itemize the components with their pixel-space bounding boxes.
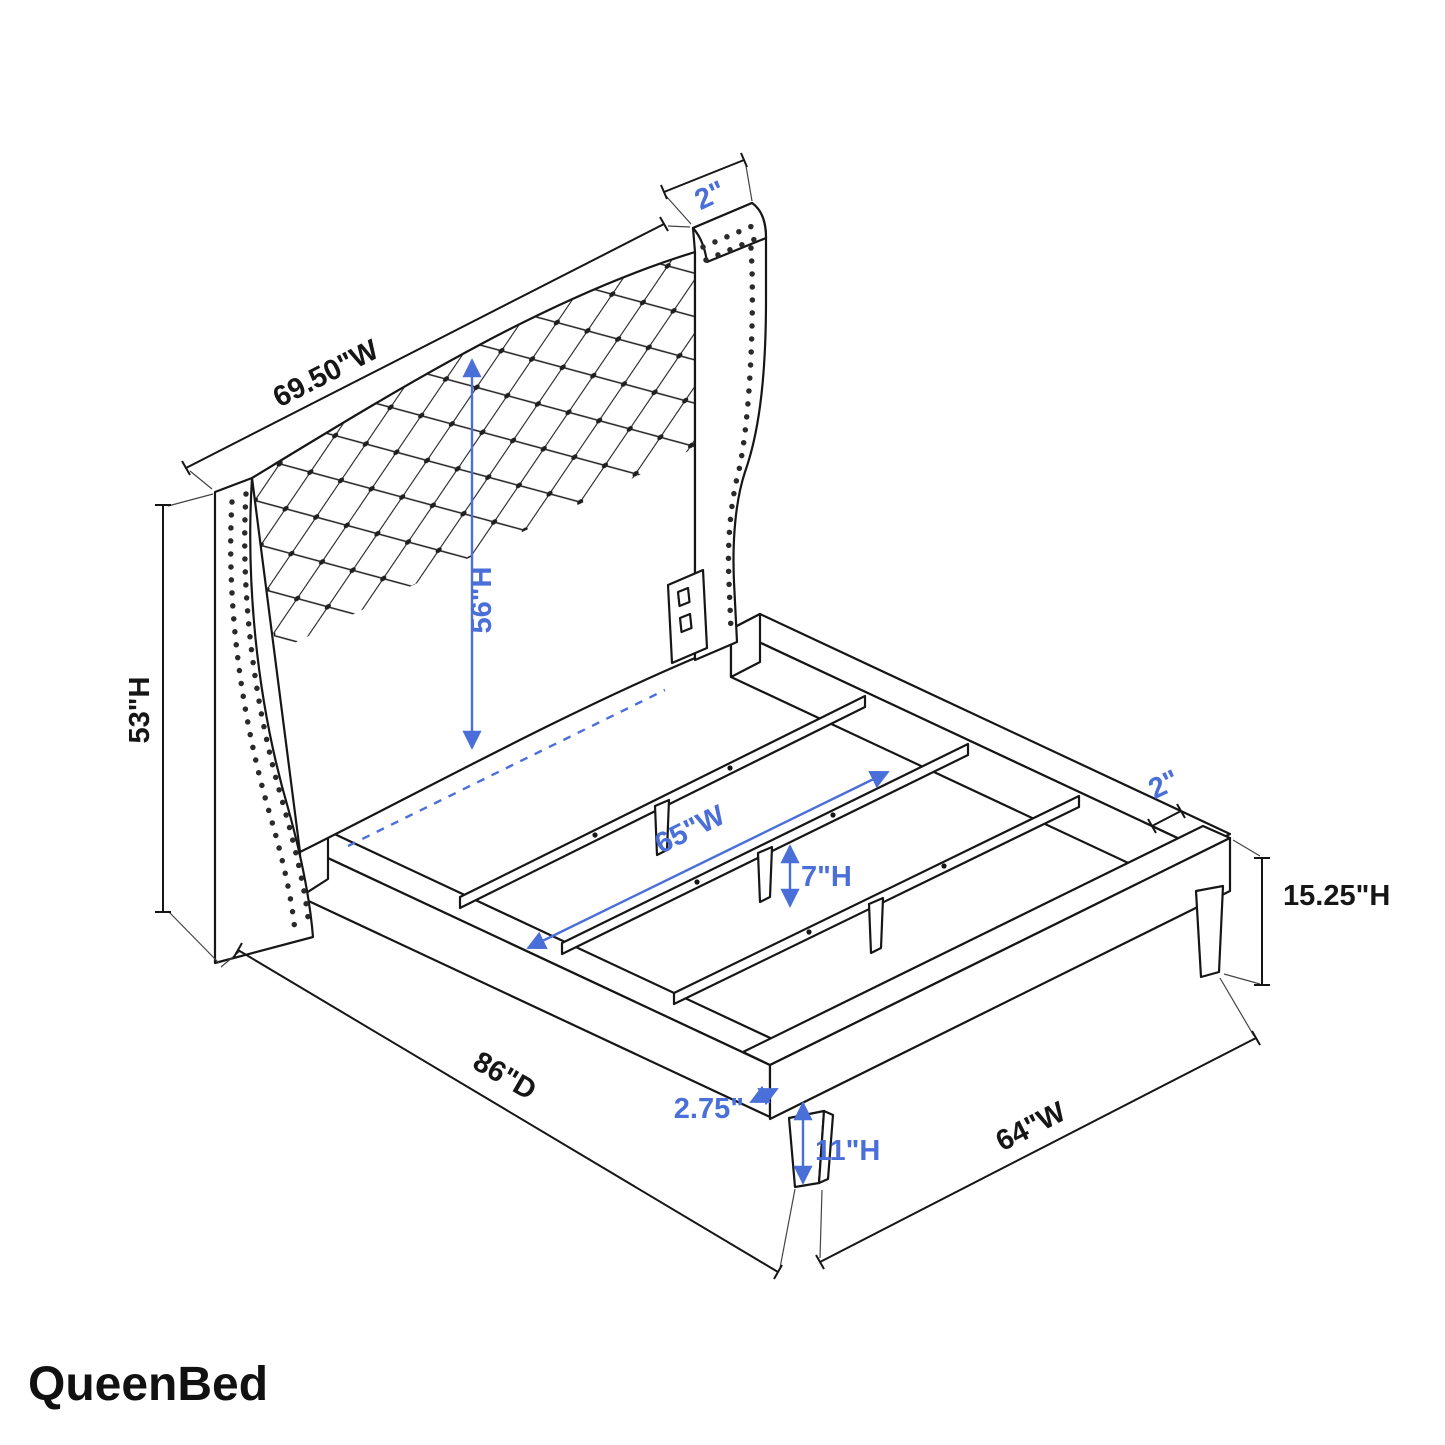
dim-label-depth: 86"D [468, 1046, 542, 1107]
dim-label-footboard-thickness: 2.75" [674, 1093, 744, 1125]
right-wing-top-face [691, 201, 768, 264]
dim-label-headboard-width: 69.50"W [268, 334, 384, 414]
nailhead-trim-left [227, 491, 312, 935]
left-wing [213, 476, 315, 965]
right-wing [691, 201, 768, 662]
dim-label-footboard-height: 11"H [815, 1135, 880, 1167]
diagram-title: QueenBed [28, 1358, 268, 1411]
dim-label-bed-width: 64"W [991, 1096, 1071, 1158]
nailhead-trim-right [700, 221, 763, 633]
dim-label-rail-height: 15.25"H [1283, 880, 1390, 912]
rail-bracket [666, 568, 709, 665]
right-rail-end-face [729, 612, 762, 679]
dim-label-headboard-inner-height: 56"H [466, 567, 498, 634]
dim-footboard-thickness: 2.75" [674, 1085, 779, 1125]
dim-center-leg-height: 7"H [780, 844, 852, 908]
dim-footboard-height: 11"H [793, 1101, 880, 1185]
right-leg [1194, 884, 1225, 979]
dim-headboard-inner-height: 56"H [347, 358, 666, 848]
corner-legs [787, 884, 1225, 1189]
dim-rail-height: 15.25"H [1223, 839, 1390, 986]
dim-label-center-leg-height: 7"H [801, 861, 852, 893]
dim-label-post-thickness: 2" [690, 175, 731, 217]
dim-label-headboard-height: 53"H [124, 677, 156, 744]
dim-headboard-height: 53"H [124, 493, 220, 964]
